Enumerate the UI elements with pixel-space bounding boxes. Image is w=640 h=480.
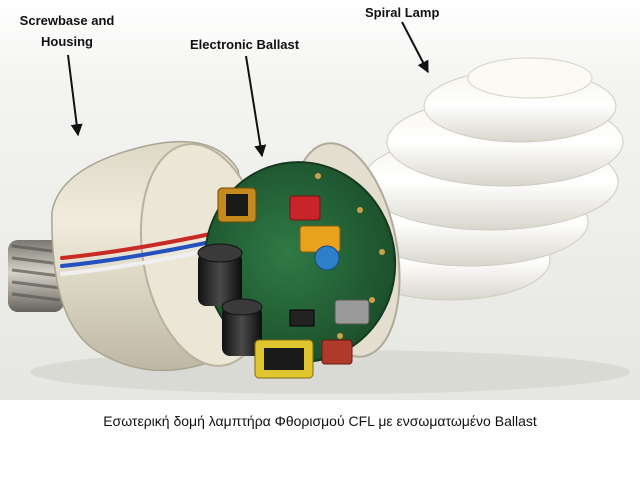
screwbase-label-line1: Screwbase and — [19, 13, 115, 28]
component-resistor-bottom — [321, 339, 353, 365]
cfl-lamp-photo — [0, 0, 640, 400]
screwbase-label: Screwbase and Housing — [12, 10, 122, 52]
screwbase-arrow — [67, 54, 83, 137]
spiral-lamp-label: Spiral Lamp — [365, 5, 440, 20]
ballast-label: Electronic Ballast — [190, 37, 300, 52]
screw-base — [8, 240, 64, 312]
spiral-arrow — [401, 21, 429, 74]
figure-caption: Εσωτερική δομή λαμπτήρα Φθορισμού CFL με… — [103, 413, 537, 429]
component-disc-capacitor — [314, 245, 340, 271]
component-electrolytic-capacitor-1 — [197, 243, 243, 306]
component-transistor — [334, 299, 370, 325]
component-resistor-red — [289, 195, 321, 221]
component-electrolytic-capacitor-2 — [221, 298, 263, 356]
spiral-tube — [320, 57, 624, 301]
component-inductor-bottom — [254, 339, 314, 379]
component-inductor-top — [217, 187, 257, 223]
ballast-arrow — [245, 55, 267, 158]
screwbase-label-line2: Housing — [41, 34, 93, 49]
component-small-chip — [289, 309, 315, 327]
